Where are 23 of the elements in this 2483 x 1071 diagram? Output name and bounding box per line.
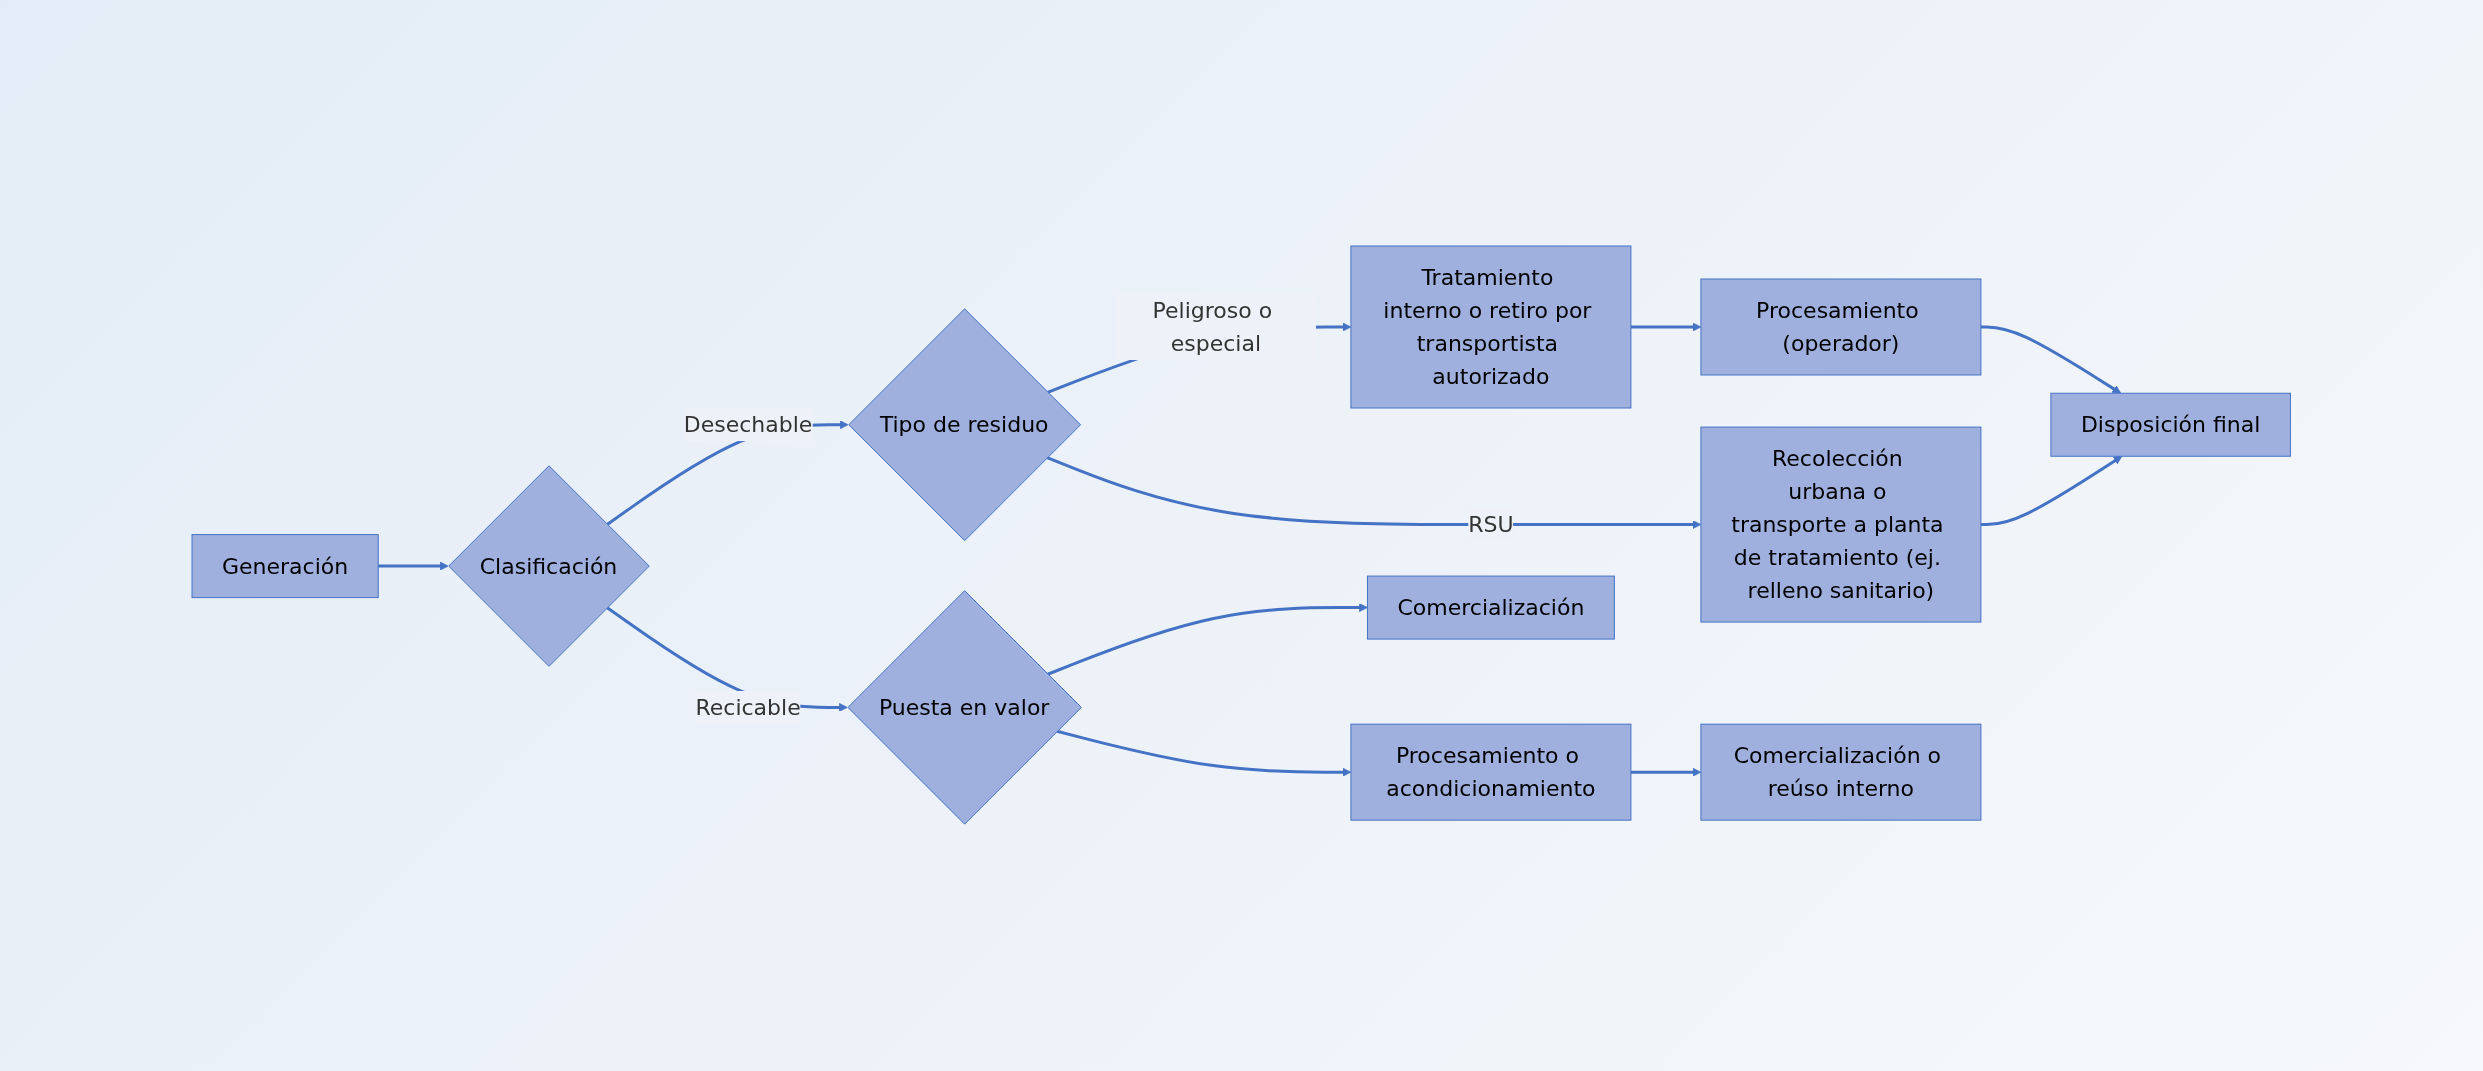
arrow <box>1046 456 1702 530</box>
edge-label: Recicable <box>695 695 801 721</box>
arrow <box>378 562 449 571</box>
node-diamond: Puesta en valor <box>847 590 1083 826</box>
arrow <box>1981 456 2123 527</box>
node-box: Generación <box>191 534 379 599</box>
node-box: Recolección urbana o transporte a planta de tratamiento (ej. relleno sanitario) <box>1700 427 1982 623</box>
edge-label: RSU <box>1468 512 1514 538</box>
node-box: Disposición final <box>2050 393 2292 458</box>
node-box: Procesamiento (operador) <box>1700 278 1982 376</box>
node-box: Procesamiento o acondicionamiento <box>1350 724 1632 822</box>
arrow <box>1056 730 1352 777</box>
node-box: Comercialización <box>1367 576 1616 640</box>
edge-label: Peligroso o especial <box>1152 298 1273 357</box>
arrow <box>1631 768 1702 777</box>
node-diamond: Tipo de residuo <box>848 308 1082 542</box>
arrow <box>1631 323 1702 332</box>
arrow <box>1981 325 2122 395</box>
node-box: Comercialización o reúso interno <box>1700 724 1982 822</box>
node-box: Tratamiento interno o retiro por transportista autorizado <box>1350 245 1632 409</box>
arrow <box>1047 603 1369 677</box>
node-diamond: Clasificación <box>448 465 651 668</box>
edge-label: Desechable <box>684 412 813 438</box>
